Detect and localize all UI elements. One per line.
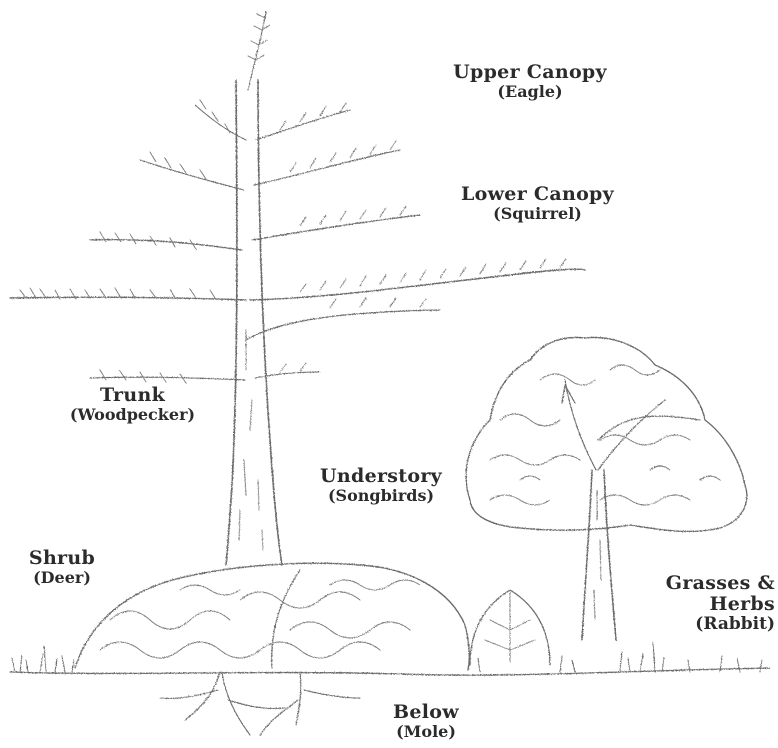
label-lower-canopy: Lower Canopy (Squirrel) bbox=[440, 184, 635, 222]
understory-name: Understory bbox=[306, 466, 456, 487]
upper-canopy-name: Upper Canopy bbox=[435, 62, 625, 83]
grass-tufts bbox=[12, 642, 762, 672]
ground-line bbox=[10, 668, 770, 675]
below-animal: (Mole) bbox=[376, 723, 476, 741]
shrub-name: Shrub bbox=[22, 548, 102, 569]
herbs-name: Herbs bbox=[630, 594, 775, 615]
roots bbox=[160, 672, 360, 735]
grasses-name: Grasses & bbox=[630, 573, 775, 594]
understory-animal: (Songbirds) bbox=[306, 487, 456, 505]
conifer-trunk bbox=[226, 80, 237, 565]
label-upper-canopy: Upper Canopy (Eagle) bbox=[435, 62, 625, 100]
lower-canopy-name: Lower Canopy bbox=[440, 184, 635, 205]
trunk-animal: (Woodpecker) bbox=[40, 406, 225, 424]
grasses-animal: (Rabbit) bbox=[630, 615, 775, 634]
trunk-name: Trunk bbox=[40, 385, 225, 406]
below-name: Below bbox=[376, 702, 476, 723]
lower-canopy-animal: (Squirrel) bbox=[440, 205, 635, 223]
label-grasses-herbs: Grasses & Herbs (Rabbit) bbox=[630, 573, 775, 633]
upper-canopy-animal: (Eagle) bbox=[435, 83, 625, 101]
label-below: Below (Mole) bbox=[376, 702, 476, 740]
shrub-mound bbox=[75, 563, 469, 670]
understory-crown bbox=[466, 337, 747, 531]
label-shrub: Shrub (Deer) bbox=[22, 548, 102, 586]
label-understory: Understory (Songbirds) bbox=[306, 466, 456, 504]
shrub-animal: (Deer) bbox=[22, 569, 102, 587]
label-trunk: Trunk (Woodpecker) bbox=[40, 385, 225, 423]
small-fern-shrub bbox=[470, 590, 550, 665]
